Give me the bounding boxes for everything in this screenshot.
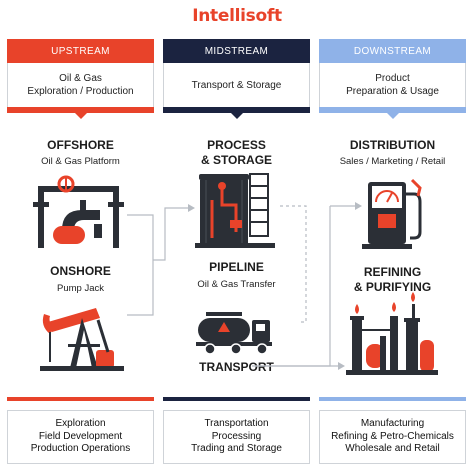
- upstream-header: UPSTREAM: [7, 39, 154, 63]
- intellisoft-logo: Intellisoft: [192, 6, 282, 26]
- offshore-subtitle: Oil & Gas Platform: [41, 156, 120, 167]
- downstream-footer-bar: [319, 397, 466, 401]
- downstream-arrow-tip: [387, 113, 399, 119]
- arrow-to-process: [188, 204, 195, 212]
- midstream-activities: Transportation Processing Trading and St…: [163, 410, 310, 464]
- downstream-activity-1: Manufacturing: [360, 418, 425, 430]
- pump-jack-icon: [40, 308, 124, 371]
- storage-tank-icon: [195, 173, 275, 248]
- offshore-platform-icon: [33, 175, 124, 248]
- distribution-title: DISTRIBUTION: [349, 138, 436, 152]
- midstream-activity-1: Transportation: [204, 418, 269, 430]
- upstream-activity-1: Exploration: [55, 418, 106, 430]
- connector-upstream-to-midstream: [127, 207, 188, 316]
- upstream-footer-bar: [7, 397, 154, 401]
- downstream-activity-2: Refining & Petro-Chemicals: [331, 430, 454, 442]
- downstream-desc-line-2: Preparation & Usage: [346, 86, 439, 97]
- downstream-desc-line-1: Product: [375, 73, 410, 84]
- onshore-subtitle: Pump Jack: [57, 283, 104, 294]
- tanker-truck-icon: [196, 312, 272, 355]
- upstream-activity-3: Production Operations: [30, 443, 131, 455]
- pipeline-subtitle: Oil & Gas Transfer: [197, 279, 276, 290]
- upstream-desc-line-1: Oil & Gas: [59, 73, 102, 84]
- refining-title-line-1: REFINING: [363, 265, 422, 279]
- arrow-to-distribution: [355, 202, 362, 210]
- downstream-bar: [319, 107, 466, 113]
- refinery-icon: [346, 292, 438, 375]
- midstream-activity-3: Trading and Storage: [191, 443, 282, 455]
- transport-title: TRANSPORT: [199, 360, 274, 374]
- downstream-activities: Manufacturing Refining & Petro-Chemicals…: [319, 410, 466, 464]
- midstream-footer-bar: [163, 397, 310, 401]
- downstream-activity-3: Wholesale and Retail: [345, 443, 440, 455]
- upstream-activities: Exploration Field Development Production…: [7, 410, 154, 464]
- upstream-bar: [7, 107, 154, 113]
- refining-title: REFINING & PURIFYING: [319, 265, 466, 295]
- onshore-title: ONSHORE: [50, 264, 111, 278]
- midstream-header: MIDSTREAM: [163, 39, 310, 63]
- pipeline-title: PIPELINE: [209, 260, 264, 274]
- fuel-pump-icon: [362, 178, 422, 249]
- refining-title-line-2: & PURIFYING: [353, 280, 432, 294]
- upstream-arrow-tip: [75, 113, 87, 119]
- upstream-desc-line-2: Exploration / Production: [27, 86, 134, 97]
- distribution-subtitle: Sales / Marketing / Retail: [339, 156, 446, 167]
- arrow-to-refining: [338, 362, 345, 370]
- midstream-arrow-tip: [231, 113, 243, 119]
- process-title-line-2: & STORAGE: [200, 153, 273, 167]
- process-title-line-1: PROCESS: [207, 138, 266, 152]
- connector-midstream-to-downstream: [252, 205, 355, 367]
- midstream-activity-2: Processing: [211, 430, 262, 442]
- offshore-title: OFFSHORE: [47, 138, 114, 152]
- midstream-desc-line-1: Transport & Storage: [191, 79, 282, 91]
- midstream-description: Transport & Storage: [163, 63, 310, 107]
- midstream-bar: [163, 107, 310, 113]
- process-storage-title: PROCESS & STORAGE: [163, 138, 310, 168]
- upstream-activity-2: Field Development: [38, 430, 123, 442]
- downstream-header: DOWNSTREAM: [319, 39, 466, 63]
